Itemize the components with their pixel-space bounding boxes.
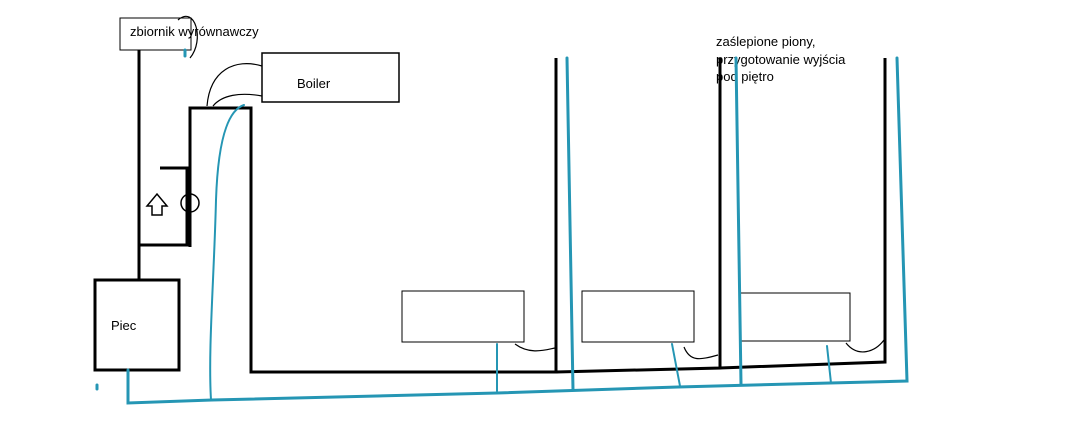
expansion-tank-box — [119, 17, 192, 51]
radiator-2 — [581, 290, 695, 343]
radiator-1 — [401, 290, 525, 343]
furnace-box — [93, 278, 181, 372]
note-line-3: pod piętro — [716, 69, 774, 84]
note-line-1: zaślepione piony, — [716, 34, 816, 49]
supply-pipes — [137, 50, 887, 374]
furnace-label: Piec — [111, 318, 137, 333]
connector-curves — [177, 15, 885, 360]
radiator-3 — [739, 292, 851, 342]
circle-pump-icon — [180, 193, 200, 213]
expansion-tank-label: zbiornik wyrównawczy — [130, 24, 259, 39]
up-arrow-icon — [145, 192, 169, 216]
boiler-box — [261, 52, 400, 103]
return-pipes — [95, 48, 909, 405]
boiler-label: Boiler — [297, 76, 331, 91]
note-line-2: przygotowanie wyjścia — [716, 52, 846, 67]
